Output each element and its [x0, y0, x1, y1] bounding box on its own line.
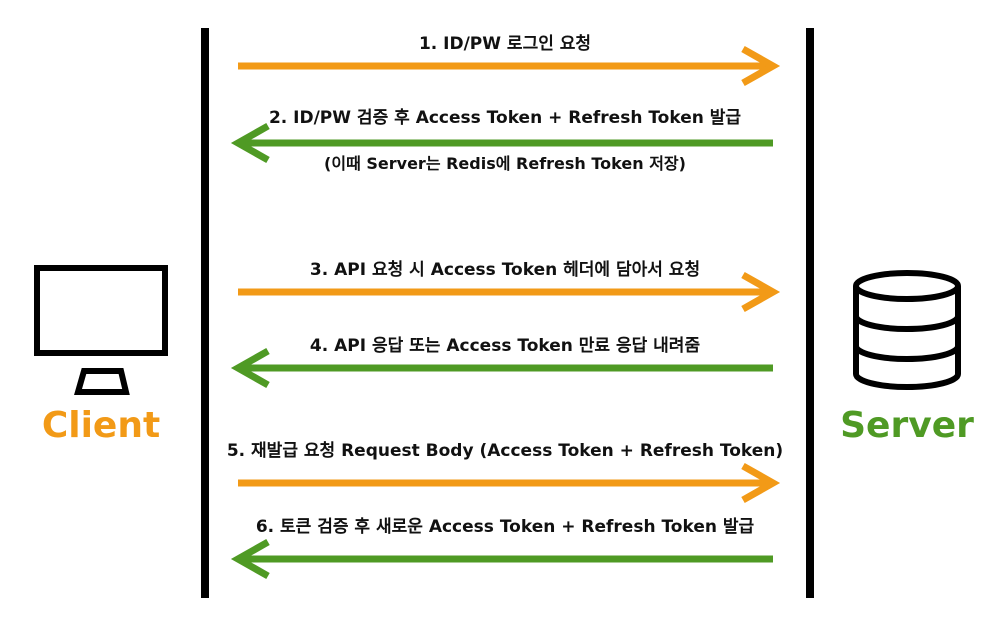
message-arrow-2	[230, 122, 773, 164]
message-arrow-5	[238, 462, 781, 504]
message-arrow-1	[238, 45, 781, 87]
message-label-3: 3. API 요청 시 Access Token 헤더에 담아서 요청	[309, 260, 701, 280]
client-label: Client	[41, 405, 161, 446]
message-arrow-3	[238, 271, 781, 313]
message-label-5: 5. 재발급 요청 Request Body (Access Token + R…	[226, 441, 784, 461]
message-arrow-4	[230, 347, 773, 389]
message-label-1: 1. ID/PW 로그인 요청	[418, 34, 592, 54]
message-arrows	[230, 45, 781, 580]
message-label-6: 6. 토큰 검증 후 새로운 Access Token + Refresh To…	[255, 517, 755, 537]
database-icon	[853, 270, 961, 390]
message-label-4: 4. API 응답 또는 Access Token 만료 응답 내려줌	[309, 336, 701, 356]
message-label-2: 2. ID/PW 검증 후 Access Token + Refresh Tok…	[268, 108, 742, 128]
monitor-icon	[34, 265, 168, 395]
server-label: Server	[840, 405, 974, 446]
message-arrow-6	[230, 538, 773, 580]
note-label: (이때 Server는 Redis에 Refresh Token 저장)	[324, 154, 686, 173]
